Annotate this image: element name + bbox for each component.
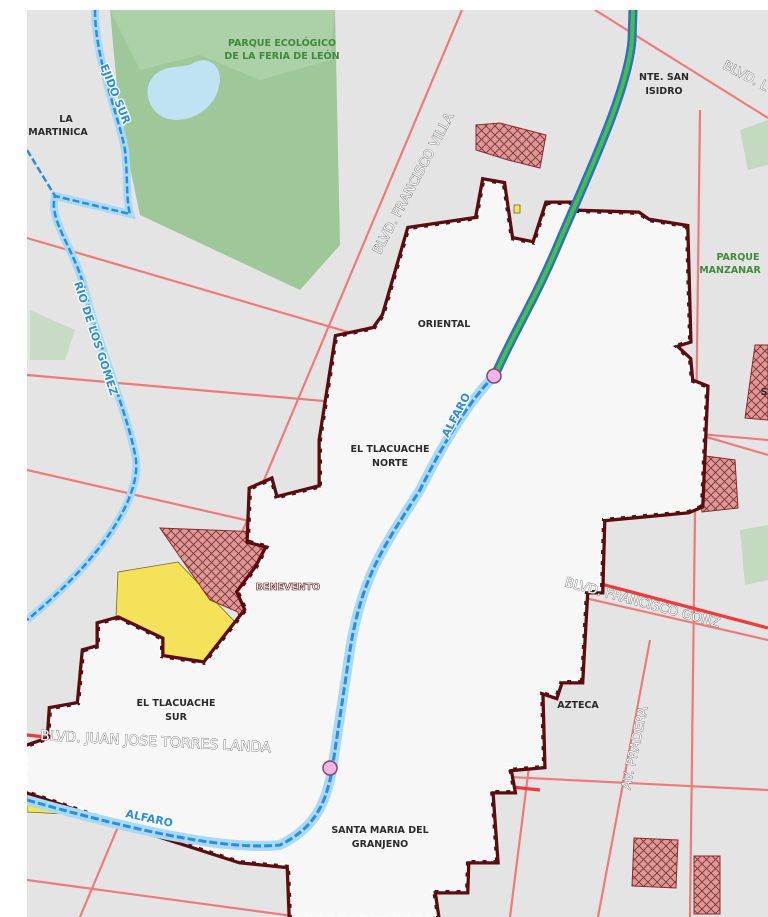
label-tlacuache-sur-2: SUR: [165, 712, 188, 723]
streams: [27, 10, 141, 624]
label-nte-san-isidro-2: ISIDRO: [645, 86, 682, 97]
stream-glow: [27, 10, 141, 624]
road-top-right: [594, 10, 768, 119]
label-azteca: AZTECA: [557, 700, 599, 711]
label-edge-s: S: [761, 387, 768, 398]
lake: [147, 60, 220, 120]
label-tlacuache-norte-2: NORTE: [372, 458, 408, 469]
label-la-martinica-1: LA: [59, 114, 73, 125]
park-right-mid: [740, 525, 768, 585]
label-parque-manzanares-2: MANZANAR: [699, 265, 761, 276]
label-la-martinica-2: MARTINICA: [28, 127, 88, 138]
label-parque-manzanares-1: PARQUE: [716, 252, 759, 263]
label-benevento: BENEVENTO: [256, 582, 321, 593]
station-oriental[interactable]: [486, 368, 502, 384]
place-labels: PARQUE ECOLÓGICO DE LA FERIA DE LEÓN LA …: [28, 37, 767, 850]
road-right-vertical: [688, 109, 702, 917]
label-oriental: ORIENTAL: [418, 319, 471, 330]
label-tlacuache-norte-1: EL TLACUACHE: [351, 444, 430, 455]
hatch-south-1: [631, 837, 679, 889]
label-parque-ecologico-1: PARQUE ECOLÓGICO: [228, 37, 336, 49]
label-santa-maria-1: SANTA MARIA DEL: [331, 825, 428, 836]
label-parque-ecologico-2: DE LA FERIA DE LEÓN: [224, 50, 339, 62]
hatch-right-2: [744, 344, 768, 421]
park-manzanares: [740, 120, 768, 170]
hatch-south-2: [693, 855, 721, 915]
label-santa-maria-2: GRANJENO: [352, 839, 408, 850]
road-pradera: [596, 639, 652, 917]
hatch-nte-san-isidro: [475, 122, 547, 169]
station-juan-jose[interactable]: [322, 760, 338, 776]
green-route[interactable]: [493, 10, 635, 377]
road-sw: [27, 878, 301, 917]
park-left: [30, 310, 75, 360]
label-tlacuache-sur-1: EL TLACUACHE: [137, 698, 216, 709]
label-nte-san-isidro-1: NTE. SAN: [639, 72, 689, 83]
park-feria-top: [110, 10, 335, 80]
hatched-outside: [475, 122, 768, 915]
